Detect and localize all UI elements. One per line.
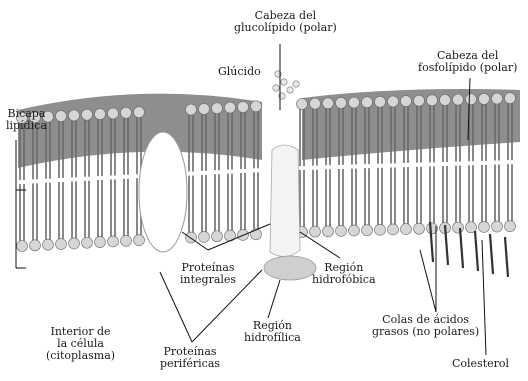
label-lipid-bilayer: Bicapa lipídica: [6, 108, 47, 132]
integral-protein-large: [139, 132, 187, 252]
label-glycolipid-head: Cabeza del glucolípido (polar): [234, 10, 337, 34]
phospholipid-head: [362, 97, 373, 108]
glucid-bead: [287, 87, 293, 93]
phospholipid-head: [323, 98, 334, 109]
phospholipid-head: [238, 101, 249, 112]
phospholipid-head: [362, 225, 373, 236]
phospholipid-head: [479, 93, 490, 104]
phospholipid-head: [479, 221, 490, 232]
phospholipid-head: [225, 102, 236, 113]
phospholipid-head: [251, 229, 262, 240]
leader-hydrophilic: [268, 280, 280, 318]
phospholipid-head: [505, 93, 516, 104]
phospholipid-head: [388, 224, 399, 235]
phospholipid-head: [56, 239, 67, 250]
peripheral-protein: [264, 256, 316, 280]
integral-protein-channel: [270, 145, 300, 257]
phospholipid-head: [121, 107, 132, 118]
label-cholesterol: Colesterol: [452, 358, 509, 370]
phospholipid-head: [310, 226, 321, 237]
phospholipid-head: [69, 238, 80, 249]
phospholipid-head: [251, 101, 262, 112]
label-integral-proteins: Proteínas integrales: [180, 262, 236, 286]
glycolipid-sugar-chain: [273, 71, 299, 99]
glucid-bead: [293, 81, 299, 87]
phospholipid-head: [310, 98, 321, 109]
phospholipid-head: [427, 95, 438, 106]
phospholipid-head: [505, 221, 516, 232]
label-peripheral-proteins: Proteínas periféricas: [160, 346, 220, 370]
phospholipid-head: [414, 223, 425, 234]
phospholipid-head: [375, 96, 386, 107]
phospholipid-head: [349, 97, 360, 108]
glucid-bead: [281, 79, 287, 85]
phospholipid-head: [134, 107, 145, 118]
phospholipid-head: [453, 94, 464, 105]
phospholipid-head: [199, 103, 210, 114]
phospholipid-head: [108, 108, 119, 119]
label-hydrophobic-region: Región hidrofóbica: [312, 262, 376, 286]
phospholipid-head: [492, 93, 503, 104]
phospholipid-head: [30, 240, 41, 251]
phospholipid-head: [17, 241, 28, 252]
label-cell-interior: Interior de la célula (citoplasma): [46, 326, 115, 362]
phospholipid-head: [336, 225, 347, 236]
phospholipid-head: [414, 95, 425, 106]
phospholipid-head: [375, 224, 386, 235]
phospholipid-head: [186, 104, 197, 115]
phospholipid-head: [108, 236, 119, 247]
phospholipid-head: [43, 239, 54, 250]
phospholipid-head: [349, 225, 360, 236]
cholesterol-rod: [460, 228, 463, 268]
phospholipid-head: [401, 224, 412, 235]
label-fatty-acid-tails: Colas de ácidos grasos (no polares): [372, 314, 479, 338]
phospholipid-head: [492, 221, 503, 232]
phospholipid-head: [69, 110, 80, 121]
leader-cholesterol: [482, 240, 486, 355]
phospholipid-head: [95, 237, 106, 248]
phospholipid-head: [466, 94, 477, 105]
phospholipid-head: [199, 231, 210, 242]
phospholipid-head: [82, 237, 93, 248]
label-hydrophilic-region: Región hidrofílica: [244, 320, 301, 344]
phospholipid-head: [323, 226, 334, 237]
phospholipid-head: [212, 231, 223, 242]
phospholipid-head: [401, 96, 412, 107]
leader-hydrophobic: [300, 232, 340, 258]
phospholipid-head: [56, 111, 67, 122]
phospholipid-head: [297, 99, 308, 110]
cholesterol-rod: [475, 231, 478, 271]
phospholipid-head: [440, 94, 451, 105]
glucid-bead: [273, 85, 279, 91]
phospholipid-head: [82, 109, 93, 120]
phospholipid-head: [336, 97, 347, 108]
label-carbohydrate: Glúcido: [218, 66, 261, 78]
phospholipid-head: [212, 103, 223, 114]
cholesterol-rod: [490, 234, 493, 274]
phospholipid-head: [453, 222, 464, 233]
phospholipid-head: [95, 109, 106, 120]
phospholipid-head: [134, 235, 145, 246]
label-phospholipid-head: Cabeza del fosfolípido (polar): [418, 50, 517, 74]
cholesterol-rod: [505, 237, 508, 277]
phospholipid-head: [121, 235, 132, 246]
phospholipid-head: [388, 96, 399, 107]
